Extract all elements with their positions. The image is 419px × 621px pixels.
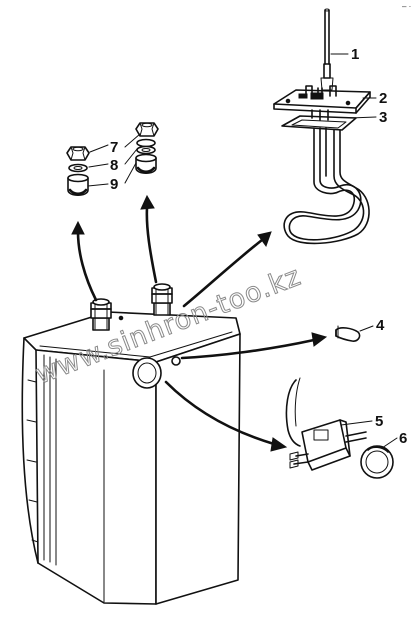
callout-9: 9: [110, 176, 118, 193]
callout-4: 4: [376, 317, 385, 334]
callout-8: 8: [110, 157, 118, 174]
callout-7: 7: [110, 139, 118, 156]
sensor-bulb: [335, 325, 361, 342]
explode-arrows: [71, 194, 328, 452]
callout-1: 1: [351, 46, 359, 63]
connector-parts-right: [135, 122, 159, 175]
callout-numbers: 1 2 3 7 8 9 4 5 6: [110, 46, 407, 447]
thermostat-knob: [360, 445, 394, 479]
heating-element: [283, 127, 370, 245]
callout-6: 6: [399, 430, 407, 447]
callout-2: 2: [379, 90, 387, 107]
tank-knob-opening: [132, 356, 181, 389]
callout-5: 5: [375, 413, 383, 430]
leader-lines: [87, 53, 398, 449]
corner-mark: – ·: [402, 2, 411, 11]
thermostat: [285, 377, 367, 471]
heating-flange: [273, 85, 371, 131]
anode-rod: [320, 8, 334, 91]
callout-3: 3: [379, 109, 387, 126]
connector-parts-left: [66, 146, 90, 197]
water-heater-tank: [21, 311, 241, 605]
